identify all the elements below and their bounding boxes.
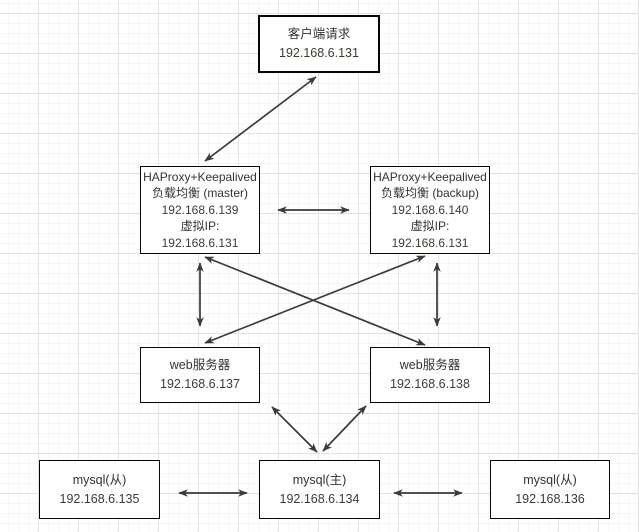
node-lb-master: HAProxy+Keepalived 负载均衡 (master) 192.168… bbox=[140, 166, 260, 254]
web-1-label: web服务器 bbox=[169, 358, 231, 372]
lb-backup-ip: 192.168.6.140 bbox=[391, 202, 469, 217]
lb-backup-role: 负载均衡 (backup) bbox=[380, 186, 480, 201]
lb-master-role: 负载均衡 (master) bbox=[151, 186, 248, 201]
client-ip: 192.168.6.131 bbox=[279, 46, 359, 60]
lb-master-vip: 192.168.6.131 bbox=[161, 235, 239, 250]
node-client: 客户端请求 192.168.6.131 bbox=[258, 15, 380, 73]
edge-web-1-mysql-master bbox=[271, 406, 318, 453]
node-mysql-slave-2: mysql(从) 192.168.136 bbox=[490, 460, 610, 519]
mysql-master-label: mysql(主) bbox=[292, 472, 347, 487]
mysql-slave-2-ip: 192.168.136 bbox=[515, 491, 585, 506]
mysql-slave-1-ip: 192.168.6.135 bbox=[59, 491, 140, 506]
web-2-ip: 192.168.6.138 bbox=[390, 377, 470, 391]
node-lb-backup: HAProxy+Keepalived 负载均衡 (backup) 192.168… bbox=[370, 166, 490, 254]
edge-lb-backup-web-1 bbox=[204, 255, 426, 344]
node-web-server-2: web服务器 192.168.6.138 bbox=[370, 347, 490, 403]
lb-master-ip: 192.168.6.139 bbox=[161, 202, 239, 217]
edge-client-lb-master bbox=[204, 76, 317, 162]
lb-backup-title: HAProxy+Keepalived bbox=[373, 169, 487, 184]
mysql-slave-2-label: mysql(从) bbox=[523, 472, 577, 487]
edge-web-2-mysql-master bbox=[322, 405, 367, 452]
web-1-ip: 192.168.6.137 bbox=[160, 377, 240, 391]
mysql-master-ip: 192.168.6.134 bbox=[279, 491, 360, 506]
node-web-server-1: web服务器 192.168.6.137 bbox=[140, 347, 260, 403]
mysql-slave-1-label: mysql(从) bbox=[72, 472, 127, 487]
client-label: 客户端请求 bbox=[287, 27, 351, 41]
lb-backup-vip-label: 虚拟IP: bbox=[410, 219, 450, 234]
edge-lb-master-web-2 bbox=[204, 256, 426, 346]
web-2-label: web服务器 bbox=[399, 358, 461, 372]
node-mysql-slave-1: mysql(从) 192.168.6.135 bbox=[39, 460, 160, 519]
lb-master-title: HAProxy+Keepalived bbox=[143, 169, 257, 184]
node-mysql-master: mysql(主) 192.168.6.134 bbox=[259, 460, 380, 519]
lb-master-vip-label: 虚拟IP: bbox=[180, 219, 220, 234]
lb-backup-vip: 192.168.6.131 bbox=[391, 235, 469, 250]
